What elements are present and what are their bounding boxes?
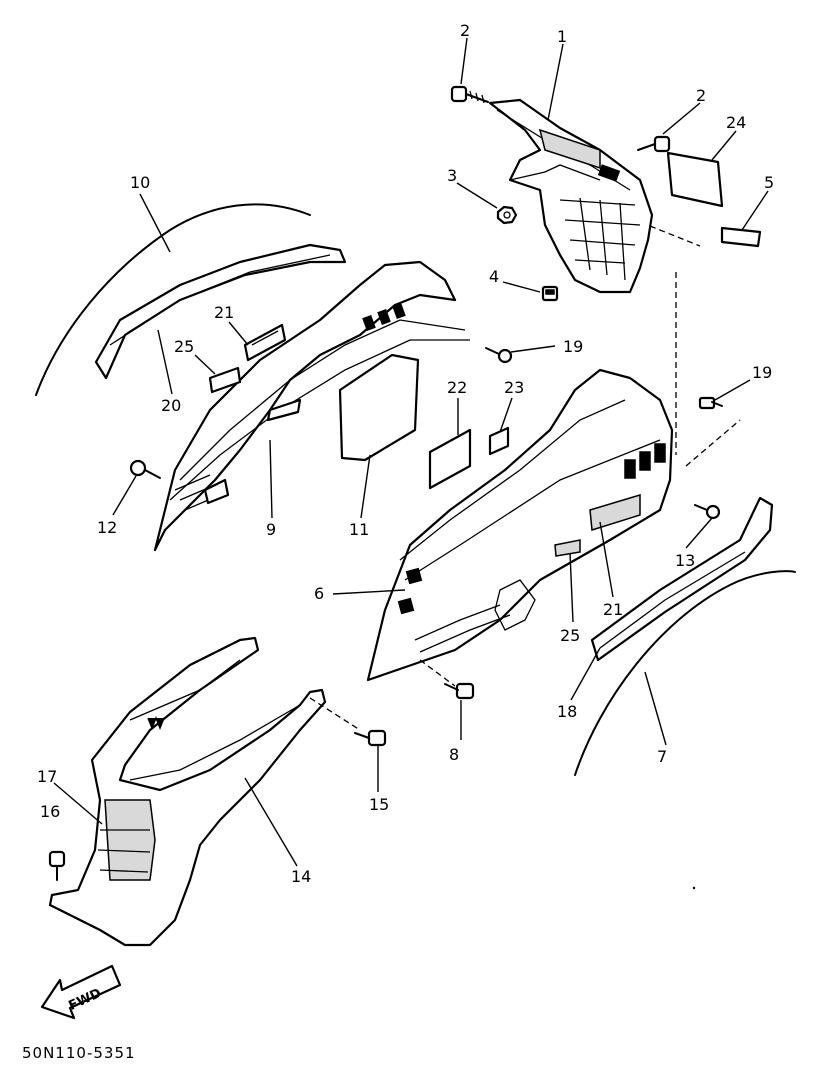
decal-25-upper xyxy=(208,366,242,394)
callout-11: 11 xyxy=(349,520,369,539)
callout-1: 1 xyxy=(557,27,567,46)
callout-2: 2 xyxy=(696,86,706,105)
callout-12: 12 xyxy=(97,518,117,537)
part-14-front-cover xyxy=(48,636,327,947)
decal-23 xyxy=(488,426,510,456)
decal-22 xyxy=(428,428,472,490)
callout-15: 15 xyxy=(369,795,389,814)
print-dot xyxy=(692,886,696,890)
callout-6: 6 xyxy=(314,584,324,603)
callout-16: 16 xyxy=(40,802,60,821)
callout-22: 22 xyxy=(447,378,467,397)
bolt-2-right xyxy=(637,135,671,153)
callout-23: 23 xyxy=(504,378,524,397)
callout-2: 2 xyxy=(460,21,470,40)
callout-5: 5 xyxy=(764,173,774,192)
leader-lines xyxy=(53,37,769,867)
assembly-lines xyxy=(309,225,741,731)
callout-25: 25 xyxy=(560,626,580,645)
callout-numbers: 1 2 2 24 3 5 4 10 21 25 20 19 19 22 23 1… xyxy=(37,21,774,886)
callout-4: 4 xyxy=(489,267,499,286)
bolt-8 xyxy=(444,682,475,700)
part-10-side-line xyxy=(35,203,311,396)
callout-21: 21 xyxy=(603,600,623,619)
callout-17: 17 xyxy=(37,767,57,786)
nut-3 xyxy=(496,205,518,225)
part-9-left-side-cover xyxy=(153,260,470,552)
part-1-upper-cover xyxy=(488,98,654,294)
part-6-main-cover xyxy=(366,368,674,682)
label-5-decal xyxy=(720,226,762,248)
screw-13 xyxy=(694,504,721,520)
callout-10: 10 xyxy=(130,173,150,192)
bolt-15 xyxy=(354,729,387,747)
part-18-molding xyxy=(590,496,774,662)
callout-8: 8 xyxy=(449,745,459,764)
callout-14: 14 xyxy=(291,867,311,886)
part-11-pad xyxy=(338,353,420,462)
screw-19-center xyxy=(485,347,513,364)
callout-3: 3 xyxy=(447,166,457,185)
clip-4 xyxy=(541,285,559,302)
screw-19-right xyxy=(698,396,723,410)
fwd-arrow: FWD xyxy=(40,964,122,1020)
bolt-2-left xyxy=(450,85,489,104)
callout-19: 19 xyxy=(752,363,772,382)
decal-21-upper xyxy=(243,323,287,362)
callout-25: 25 xyxy=(174,337,194,356)
label-24-decal xyxy=(666,151,724,208)
part-7-side-line xyxy=(574,570,796,776)
callout-18: 18 xyxy=(557,702,577,721)
callout-9: 9 xyxy=(266,520,276,539)
callout-20: 20 xyxy=(161,396,181,415)
part-20-molding xyxy=(94,243,347,380)
callout-21: 21 xyxy=(214,303,234,322)
callout-24: 24 xyxy=(726,113,746,132)
callout-7: 7 xyxy=(657,747,667,766)
drawing-number: 50N110-5351 xyxy=(22,1044,136,1062)
callout-13: 13 xyxy=(675,551,695,570)
screw-12 xyxy=(129,459,161,479)
bolt-16 xyxy=(48,850,66,881)
callout-19: 19 xyxy=(563,337,583,356)
